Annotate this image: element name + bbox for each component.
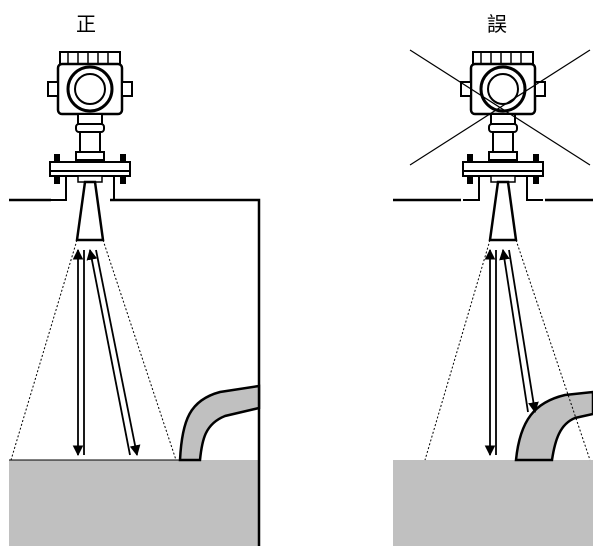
liquid-surface [9,460,259,546]
beam-edge-right [515,239,591,461]
incorrect-panel [393,49,593,546]
correct-label: 正 [76,12,96,36]
pipe-obstacle [514,390,593,462]
correct-panel [9,50,261,546]
tank-wall [110,198,261,546]
beam-edge-right [102,239,177,461]
incorrect-label: 誤 [487,12,507,36]
pipe-obstacle [178,384,261,462]
beam-edge-left [10,239,78,461]
radar-transmitter [459,50,547,242]
beam-edge-left [424,239,491,461]
radar-transmitter [46,50,134,242]
liquid-surface [393,460,593,546]
